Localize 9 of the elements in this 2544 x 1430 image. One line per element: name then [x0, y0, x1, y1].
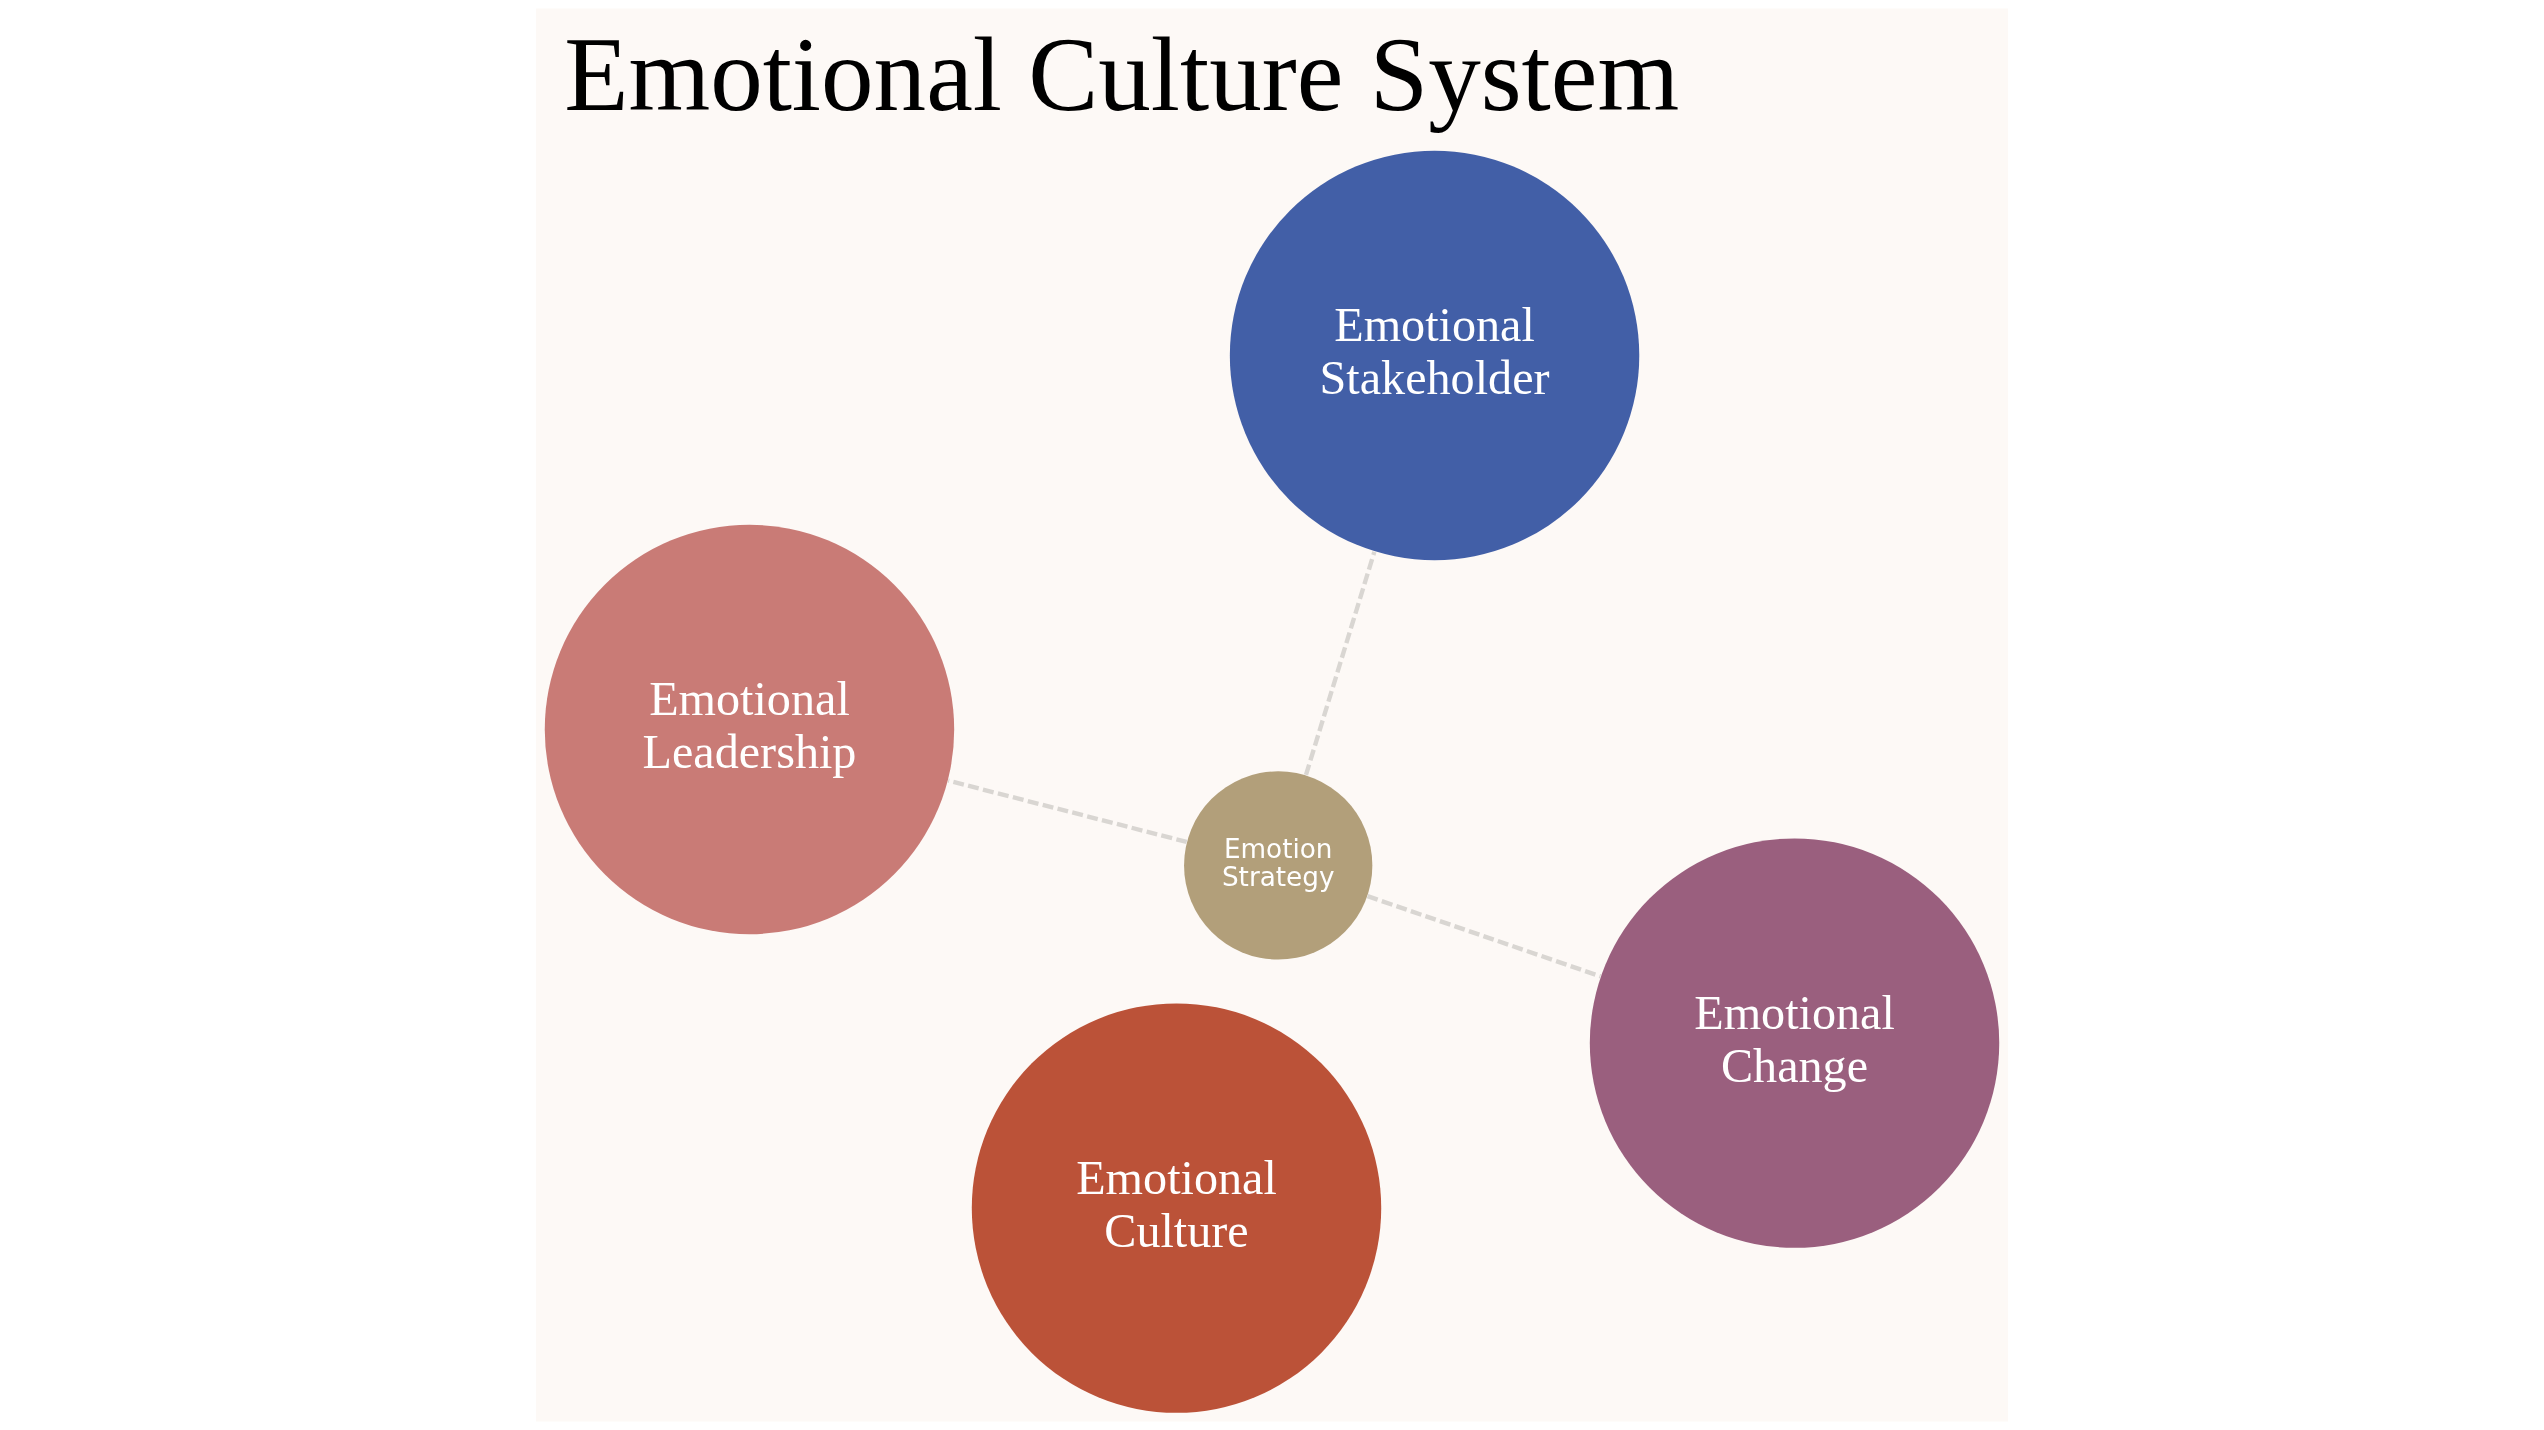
node-circle: Emotional Leadership — [544, 524, 955, 935]
connector — [947, 778, 1188, 845]
node-circle: Emotional Culture — [971, 1003, 1382, 1413]
node-circle: Emotion Strategy — [1184, 771, 1373, 960]
node-circle: Emotional Stakeholder — [1229, 150, 1640, 561]
diagram-title: Emotional Culture System — [564, 16, 1680, 133]
connector — [1366, 894, 1602, 979]
node-circle: Emotional Change — [1589, 838, 2000, 1248]
connector — [1303, 551, 1377, 776]
